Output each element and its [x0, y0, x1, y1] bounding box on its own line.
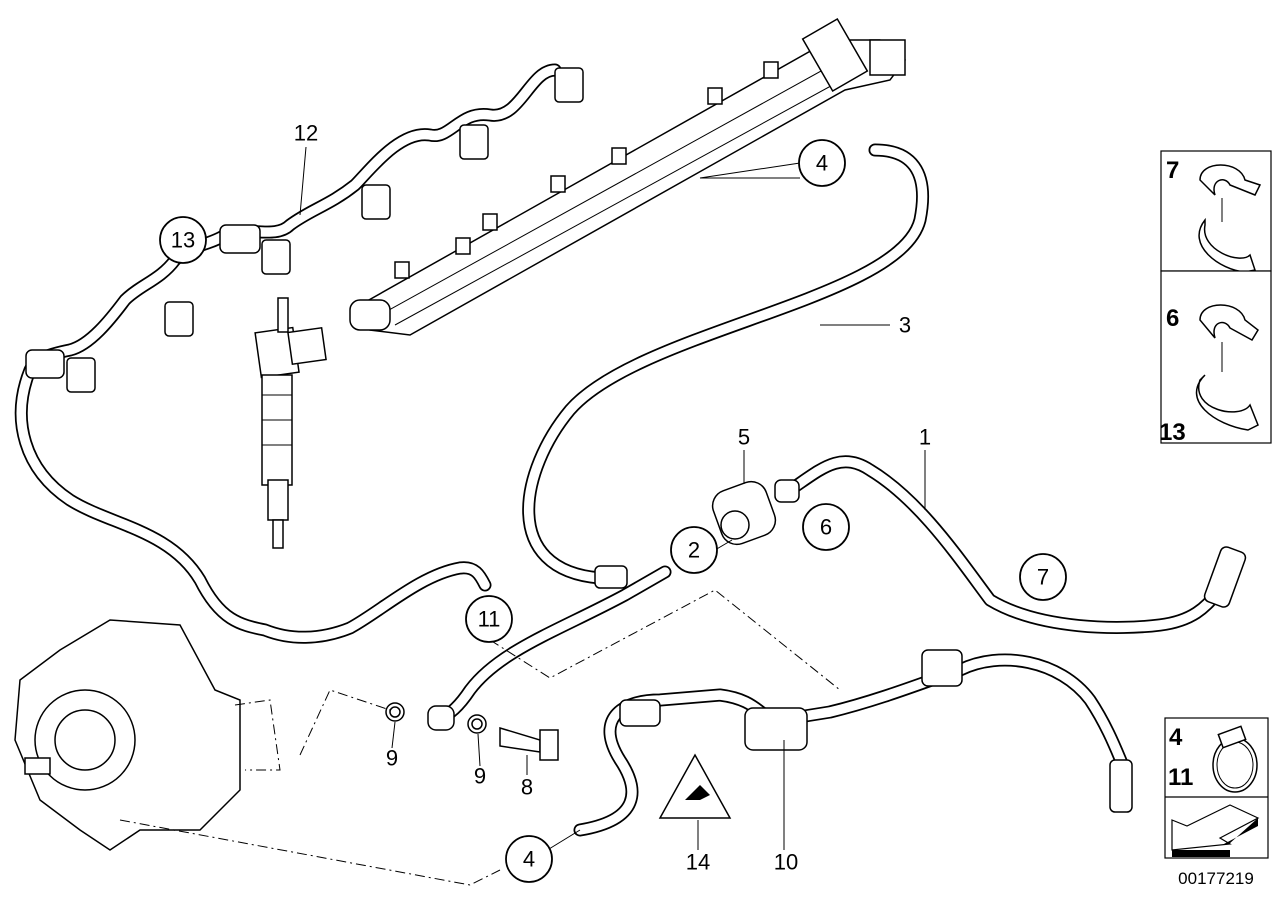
callout-4-bottom: 4 — [505, 835, 553, 883]
washers-and-bolt — [385, 702, 559, 761]
callout-2: 2 — [670, 526, 718, 574]
callout-11: 11 — [465, 595, 513, 643]
callout-7: 7 — [1019, 553, 1067, 601]
callouts: 12 13 4 3 5 1 2 6 7 11 9 9 8 4 14 10 — [159, 121, 1067, 883]
svg-text:6: 6 — [820, 515, 832, 540]
svg-text:3: 3 — [899, 313, 911, 338]
callout-3: 3 — [899, 313, 911, 338]
callout-9-right: 9 — [474, 764, 486, 789]
callout-10: 10 — [774, 850, 798, 875]
svg-text:2: 2 — [688, 538, 700, 563]
svg-text:4: 4 — [523, 847, 535, 872]
warning-label — [658, 753, 732, 819]
svg-text:5: 5 — [738, 425, 750, 450]
callout-6: 6 — [802, 503, 850, 551]
fuel-hose-10 — [573, 649, 1133, 837]
svg-text:1: 1 — [919, 425, 931, 450]
fuel-rail — [349, 17, 907, 336]
diagram-number: 00177219 — [1178, 869, 1254, 888]
svg-text:11: 11 — [1168, 764, 1193, 791]
leader-lines — [119, 146, 926, 886]
svg-text:8: 8 — [521, 775, 533, 800]
fuel-hose-1 — [774, 455, 1247, 634]
svg-text:13: 13 — [1159, 419, 1186, 446]
svg-text:7: 7 — [1037, 565, 1049, 590]
side-panel-hose-clamp: 4 11 — [1164, 717, 1269, 859]
svg-text:6: 6 — [1166, 305, 1179, 332]
svg-text:13: 13 — [171, 228, 195, 253]
svg-text:4: 4 — [816, 151, 828, 176]
arrow-icon — [1171, 804, 1260, 857]
coupling — [711, 480, 777, 546]
callout-13: 13 — [159, 216, 207, 264]
injector — [254, 297, 327, 549]
svg-text:7: 7 — [1166, 157, 1179, 184]
callout-14: 14 — [686, 850, 710, 875]
callout-8: 8 — [521, 775, 533, 800]
svg-text:9: 9 — [386, 746, 398, 771]
svg-text:4: 4 — [1169, 724, 1183, 751]
hose-clamp-icon — [1212, 725, 1258, 793]
fuel-pipe — [427, 565, 672, 731]
svg-text:11: 11 — [478, 607, 501, 632]
return-hose — [522, 143, 930, 589]
callout-5: 5 — [738, 425, 750, 450]
side-panel-clip-6-13: 6 13 — [1159, 270, 1272, 446]
callout-9-left: 9 — [386, 746, 398, 771]
high-pressure-pump — [14, 619, 241, 851]
leak-off-hose — [14, 63, 584, 644]
svg-text:12: 12 — [294, 121, 318, 146]
svg-text:9: 9 — [474, 764, 486, 789]
svg-text:10: 10 — [774, 850, 798, 875]
svg-text:14: 14 — [686, 850, 710, 875]
side-panel-clip-7: 7 — [1160, 150, 1272, 273]
callout-1: 1 — [919, 425, 931, 450]
callout-4-top: 4 — [798, 139, 846, 187]
callout-12: 12 — [294, 121, 318, 146]
